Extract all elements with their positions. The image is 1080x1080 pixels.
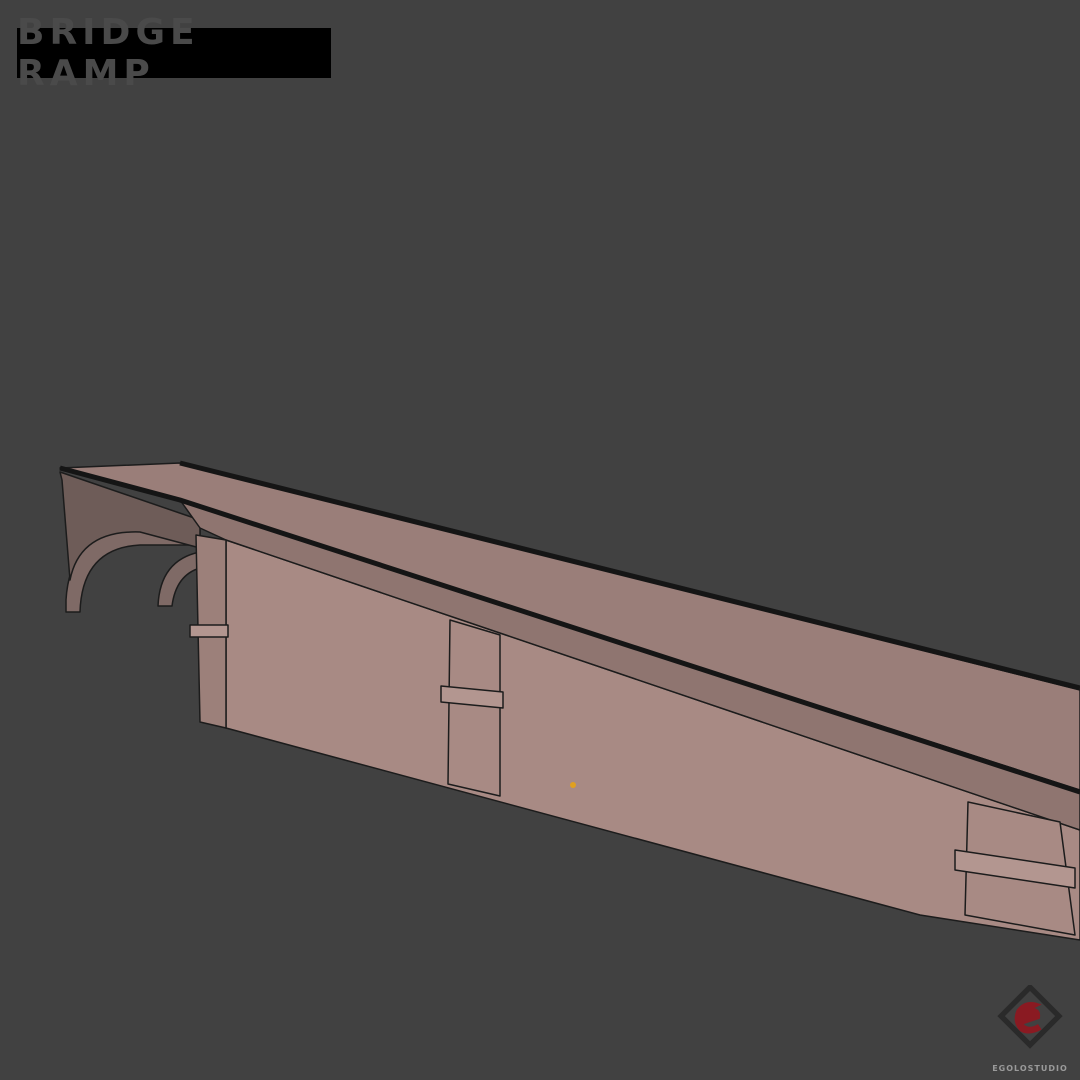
railing-near (59, 465, 1080, 795)
pier-middle-band (440, 685, 504, 709)
abutment-left-band (189, 624, 229, 638)
pier-middle (447, 619, 501, 797)
pier-right-band (954, 849, 1076, 889)
arch-spandrel (59, 471, 201, 581)
title-banner: BRIDGE RAMP (17, 12, 331, 94)
studio-logo (997, 985, 1063, 1049)
logo-text: EGOLOSTUDIO (992, 1064, 1068, 1073)
origin-dot (570, 782, 576, 788)
railing-far (179, 460, 1080, 691)
title-text: BRIDGE RAMP (17, 12, 200, 94)
arch-right (157, 551, 201, 607)
